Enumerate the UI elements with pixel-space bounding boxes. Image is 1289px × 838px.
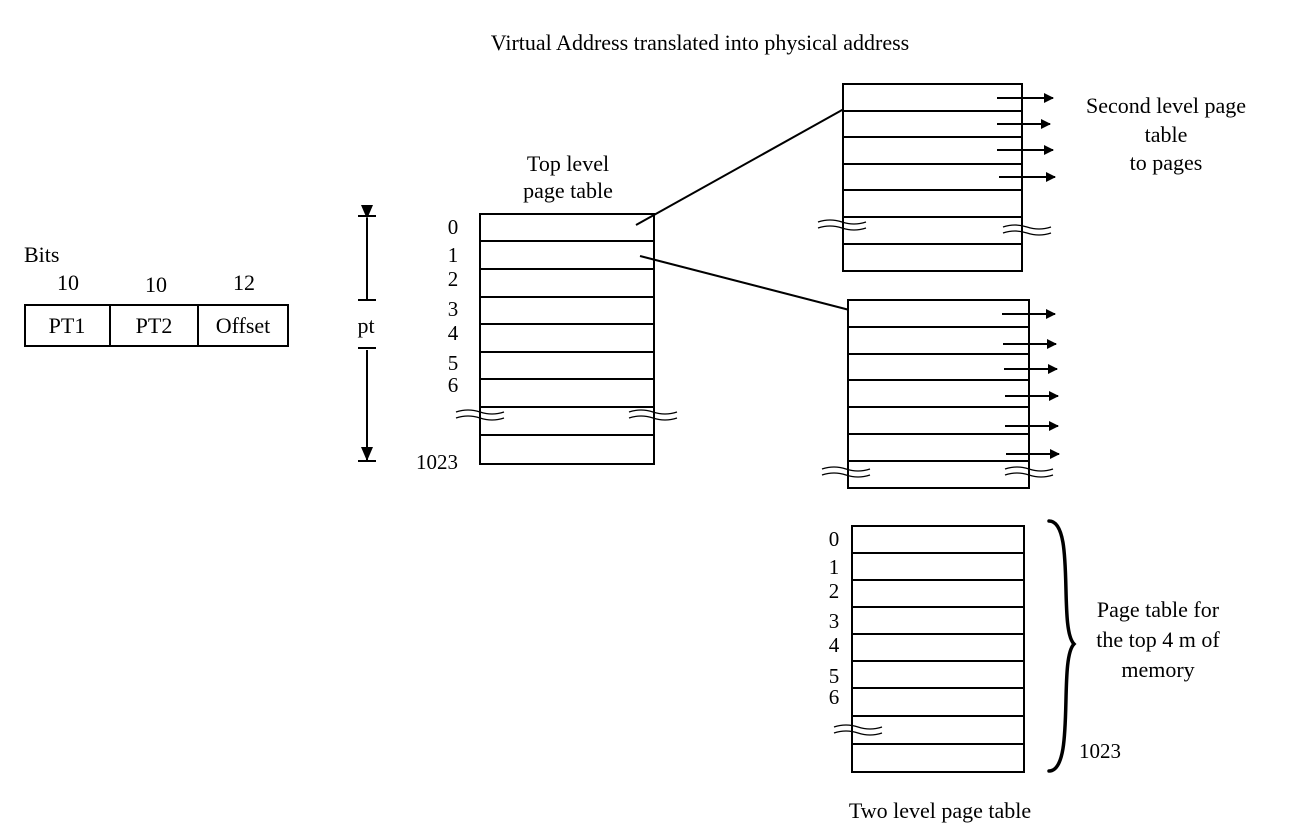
bottom-table-label-line3: memory [1121, 657, 1194, 682]
pt2-name: PT2 [136, 313, 173, 338]
bottom-index-1023: 1023 [1079, 739, 1121, 763]
second-level-page-table-lower [821, 299, 1060, 489]
bottom-table-label-line2: the top 4 m of [1096, 627, 1220, 652]
bits-label: Bits [24, 242, 59, 267]
bottom-index-1: 1 [829, 555, 840, 579]
bottom-index-2: 2 [829, 579, 840, 603]
top-level-title-line2: page table [523, 178, 613, 203]
pointer-arrow-entry-1 [639, 255, 866, 317]
diagram-caption: Two level page table [849, 798, 1031, 823]
offset-bits: 12 [233, 270, 255, 295]
top-index-1023: 1023 [416, 450, 458, 474]
top-index-2: 2 [448, 267, 459, 291]
pt2-bits: 10 [145, 272, 167, 297]
bottom-index-6: 6 [829, 685, 840, 709]
pt1-bits: 10 [57, 270, 79, 295]
top-index-4: 4 [448, 321, 459, 345]
second-level-page-table-upper: Second level page table to pages [817, 83, 1246, 272]
top-4m-page-table: 0 1 2 3 4 5 6 1023 [829, 525, 1121, 773]
top-index-1: 1 [448, 243, 459, 267]
pt1-field [24, 304, 111, 347]
top-index-5: 5 [448, 351, 459, 375]
top-level-title-line1: Top level [527, 151, 609, 176]
bottom-index-0: 0 [829, 527, 840, 551]
top-index-6: 6 [448, 373, 459, 397]
second-level-label-line3: to pages [1130, 150, 1203, 175]
second-level-label-line1: Second level page [1086, 93, 1246, 118]
bottom-index-5: 5 [829, 664, 840, 688]
bottom-index-4: 4 [829, 633, 840, 657]
curly-brace [1047, 519, 1077, 773]
pt1-name: PT1 [49, 313, 86, 338]
second-level-label-line2: table [1145, 122, 1188, 147]
top-index-3: 3 [448, 297, 459, 321]
pt2-field [109, 304, 199, 347]
pt-dimension: pt [357, 205, 376, 462]
offset-field [197, 304, 289, 347]
offset-name: Offset [216, 313, 271, 338]
top-level-page-table: Top level page table 0 1 2 3 4 5 6 1023 [416, 151, 678, 474]
top-index-0: 0 [448, 215, 459, 239]
bottom-index-3: 3 [829, 609, 840, 633]
address-format: Bits 10 10 12 PT1 PT2 Offset [24, 242, 289, 347]
pt-label: pt [357, 313, 374, 338]
diagram-title: Virtual Address translated into physical… [491, 30, 909, 55]
bottom-table-label-line1: Page table for [1097, 597, 1220, 622]
pointer-arrow-entry-0 [635, 99, 861, 226]
